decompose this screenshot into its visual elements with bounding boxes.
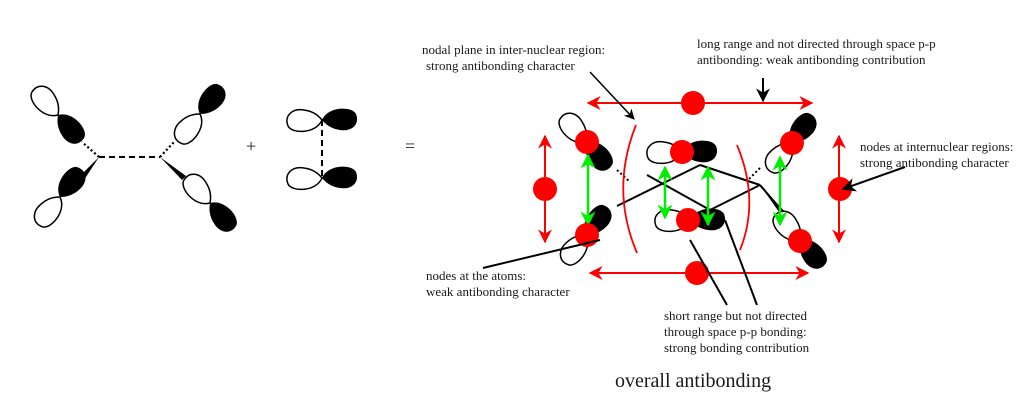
node-dot <box>681 91 705 115</box>
wedge-bond <box>160 157 186 180</box>
annotation-line: strong antibonding character <box>860 155 1009 170</box>
annotation-line: nodal plane in inter-nuclear region: <box>422 42 606 57</box>
combined-orbital <box>482 71 906 306</box>
diagram-caption: overall antibonding <box>615 370 772 392</box>
node-dot <box>788 229 812 253</box>
atom-nodes-annotation: nodes at the atoms: weak antibonding cha… <box>426 268 570 300</box>
short-range-annotation: short range but not directed through spa… <box>664 308 809 356</box>
node-dot <box>533 177 557 201</box>
annotation-line: long range and not directed through spac… <box>697 36 936 51</box>
sigma-bond-line <box>709 184 761 211</box>
sigma-bond-line <box>616 164 701 207</box>
annotation-line: strong bonding contribution <box>664 340 810 355</box>
ethylene-fragment <box>25 79 242 237</box>
hashed-bond <box>747 167 761 181</box>
node-dot <box>676 208 700 232</box>
annotation-line: short range but not directed <box>664 308 807 323</box>
nodal-plane-annotation: nodal plane in inter-nuclear region: str… <box>422 42 605 74</box>
long-range-annotation: long range and not directed through spac… <box>697 36 936 68</box>
annotation-line: antibonding: weak antibonding contributi… <box>697 52 926 67</box>
hashed-bond <box>616 169 631 183</box>
hashed-bond <box>81 141 100 158</box>
annotation-line: nodes at the atoms: <box>426 268 527 283</box>
atom-nodes-pointer <box>482 239 601 269</box>
pi-fragment <box>286 108 358 191</box>
node-dot <box>828 177 852 201</box>
nodal-plane-pointer <box>589 71 635 120</box>
annotation-line: weak antibonding character <box>426 284 570 299</box>
plus-operator: + <box>246 136 257 156</box>
hashed-bond <box>159 141 175 158</box>
node-dot <box>780 131 804 155</box>
short-range-pointer <box>689 239 728 306</box>
sigma-bond-line <box>646 174 711 211</box>
short-range-pointer <box>724 219 758 306</box>
internuclear-nodes-pointer <box>841 166 906 192</box>
annotation-line: strong antibonding character <box>426 58 575 73</box>
nodal-plane-arc-right <box>736 144 751 251</box>
nodal-plane-arc-left <box>622 124 638 254</box>
equals-operator: = <box>405 136 416 156</box>
node-dot <box>575 130 599 154</box>
node-dot <box>685 261 709 285</box>
internuclear-nodes-annotation: nodes at internuclear regions: strong an… <box>860 139 1013 171</box>
annotation-line: through space p-p bonding: <box>664 324 807 339</box>
annotation-line: nodes at internuclear regions: <box>860 139 1014 154</box>
node-dot <box>670 140 694 164</box>
